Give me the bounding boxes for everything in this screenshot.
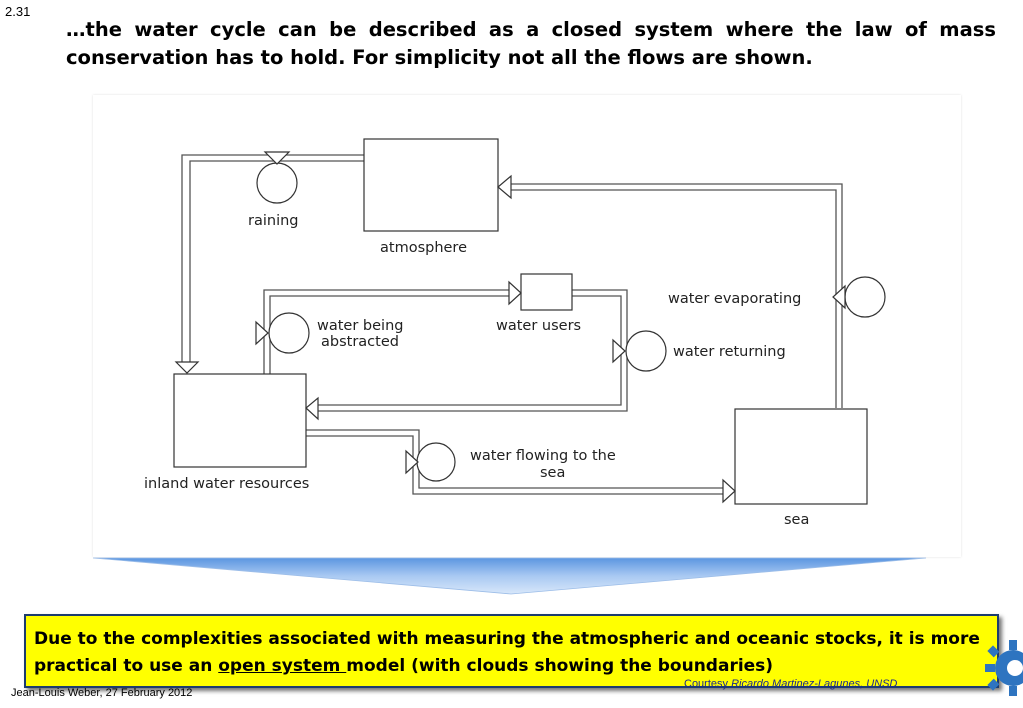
- heading-line-1: …the water cycle can be described as a c…: [66, 18, 996, 41]
- pipe-evaporating-outer: [511, 189, 837, 408]
- atmosphere-label: atmosphere: [380, 240, 467, 256]
- abstracted-label-2: abstracted: [321, 334, 399, 350]
- sea-stock: [734, 408, 868, 505]
- pipe-abstracted-inner: [269, 295, 509, 374]
- note-part-1: Due to the complexities associated with …: [34, 629, 980, 676]
- atmosphere-inflow-arrow-icon: [497, 174, 512, 200]
- to-sea-valve-triangle-icon: [405, 449, 419, 475]
- water-cycle-diagram: raining atmosphere water users water bei…: [93, 95, 961, 557]
- inland-inflow-arrow-icon: [174, 361, 200, 374]
- atmosphere-stock: [363, 138, 499, 232]
- diagram-canvas: raining atmosphere water users water bei…: [144, 138, 886, 528]
- gear-logo-icon: [985, 640, 1023, 696]
- returning-valve-icon: [625, 330, 667, 372]
- conclusion-text: Due to the complexities associated with …: [34, 626, 994, 680]
- inland-label: inland water resources: [144, 476, 309, 492]
- heading-line-2: conservation has to hold. For simplicity…: [66, 46, 813, 69]
- to-sea-label-1: water flowing to the: [470, 448, 616, 464]
- slide-number: 2.31: [5, 4, 31, 19]
- pipe-abstracted-outer: [263, 289, 509, 374]
- abstracted-valve-triangle-icon: [255, 320, 269, 346]
- sea-label: sea: [784, 512, 809, 528]
- pipe-raining-outer: [181, 154, 364, 362]
- courtesy-credit: Courtesy Ricardo Martinez-Lagunes, UNSD: [684, 678, 897, 690]
- evaporating-label: water evaporating: [668, 291, 801, 307]
- to-sea-label-2: sea: [540, 465, 565, 481]
- inland-water-stock: [173, 373, 307, 468]
- returning-label: water returning: [673, 344, 786, 360]
- abstracted-valve-icon: [268, 312, 310, 354]
- open-system-link[interactable]: open system: [218, 656, 347, 676]
- conclusion-note: Due to the complexities associated with …: [24, 614, 999, 688]
- courtesy-name: Ricardo Martinez-Lagunes, UNSD: [731, 678, 898, 690]
- water-users-stock: [520, 273, 573, 311]
- evaporating-valve-triangle-icon: [832, 284, 846, 310]
- water-users-inflow-arrow-icon: [508, 280, 522, 306]
- note-part-2: model (with clouds showing the boundarie…: [346, 656, 774, 676]
- water-users-label: water users: [496, 318, 581, 334]
- raining-label: raining: [248, 213, 299, 229]
- pipe-evaporating-inner: [511, 183, 843, 408]
- footer-author-date: Jean-Louis Weber, 27 February 2012: [11, 687, 193, 699]
- courtesy-prefix: Courtesy: [684, 678, 732, 690]
- abstracted-label-1: water being: [317, 318, 403, 334]
- inland-return-arrow-icon: [305, 396, 319, 421]
- pipe-raining-inner: [189, 160, 364, 362]
- raining-valve-triangle-icon: [263, 151, 291, 165]
- returning-valve-triangle-icon: [612, 338, 626, 364]
- sea-inflow-arrow-icon: [722, 478, 736, 504]
- slide-heading: …the water cycle can be described as a c…: [66, 16, 996, 72]
